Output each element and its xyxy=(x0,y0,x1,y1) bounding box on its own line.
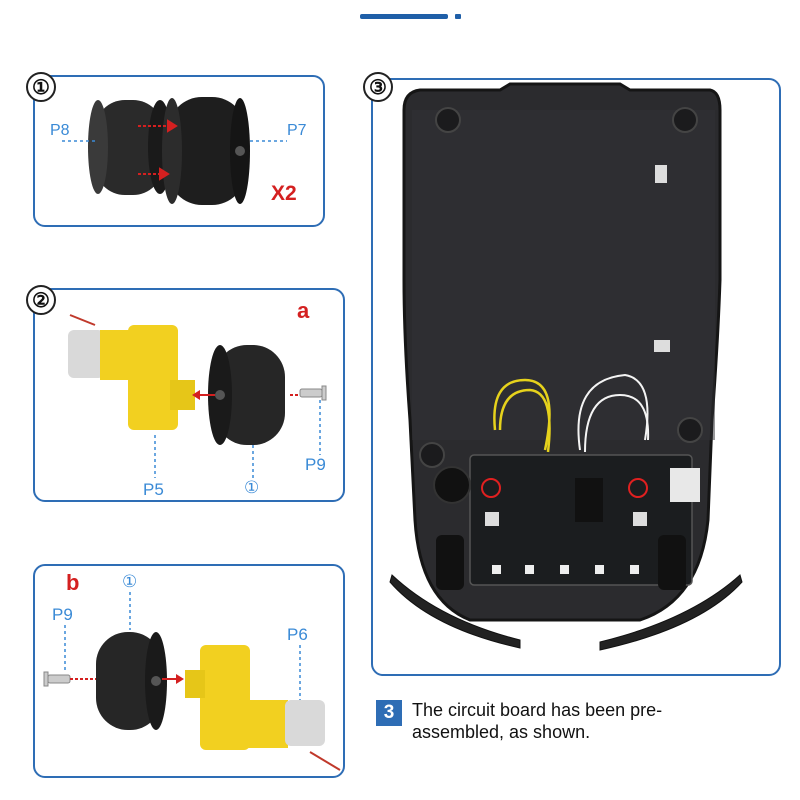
wheel-ref-label: ① xyxy=(244,478,260,497)
variant-b-label: b xyxy=(66,570,80,595)
wheel-illustration xyxy=(96,632,167,730)
rim-illustration xyxy=(162,97,250,205)
screw-icon xyxy=(299,385,327,401)
step-number-1: ① xyxy=(26,72,56,102)
yellow-motor-illustration xyxy=(185,645,325,750)
tire-illustration xyxy=(88,100,172,195)
p5-label: P5 xyxy=(143,480,164,499)
wheel-illustration xyxy=(208,345,285,445)
screw-icon xyxy=(43,671,71,687)
step2b-panel xyxy=(33,564,345,778)
arrow-icon xyxy=(138,119,178,181)
variant-a-label: a xyxy=(297,298,310,323)
step-number-3: ③ xyxy=(363,72,393,102)
step-number-2: ② xyxy=(26,285,56,315)
quantity-label: X2 xyxy=(271,182,297,205)
arrow-icon xyxy=(192,390,215,400)
p8-label: P8 xyxy=(50,122,70,139)
robot-chassis-illustration xyxy=(389,82,743,651)
header-dot xyxy=(455,14,461,19)
p6-label: P6 xyxy=(287,625,308,644)
caption-number: 3 xyxy=(376,700,402,726)
arrow-icon xyxy=(162,674,184,684)
p9-label: P9 xyxy=(305,455,326,474)
p9-label: P9 xyxy=(52,605,73,624)
step2a-panel xyxy=(33,288,345,502)
p7-label: P7 xyxy=(287,122,307,139)
step3-panel xyxy=(371,78,781,676)
wheel-ref-label: ① xyxy=(122,572,138,591)
caption-text: The circuit board has been pre-assembled… xyxy=(412,700,663,742)
caption: 3 The circuit board has been pre-assembl… xyxy=(376,699,712,743)
header-bar xyxy=(360,14,448,19)
yellow-motor-illustration xyxy=(68,325,195,430)
